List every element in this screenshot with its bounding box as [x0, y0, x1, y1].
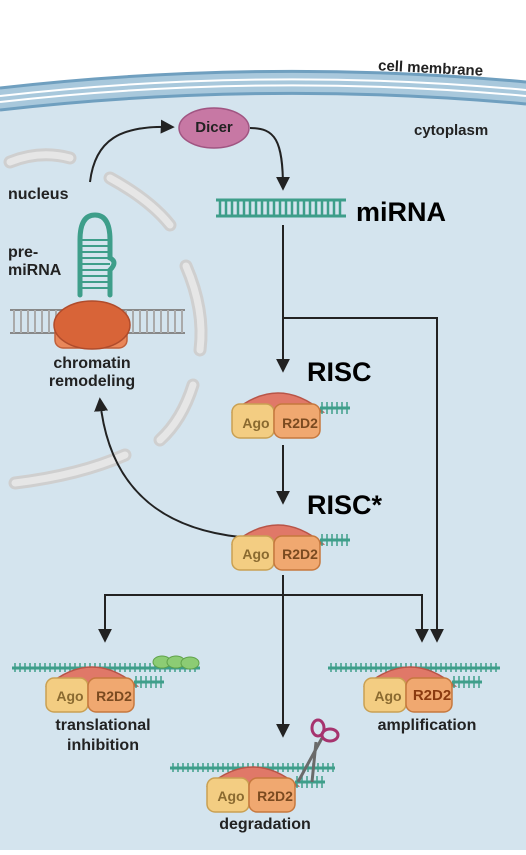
scissors-icon: [296, 718, 340, 783]
translational-inhibition-complex: [12, 663, 200, 713]
pre-mirna-hairpin: [77, 212, 117, 298]
amplification-complex: [328, 663, 500, 713]
translational-label-line1: translational: [55, 717, 151, 734]
mirna-duplex: [216, 198, 346, 218]
cytoplasm-label: cytoplasm: [414, 122, 489, 139]
risc-star-label: RISC*: [307, 490, 383, 520]
r2d2-label-degradation: R2D2: [257, 788, 293, 804]
chromatin-remodeling-complex: [53, 300, 131, 350]
risc-complex: [230, 392, 350, 439]
nucleus-label: nucleus: [8, 186, 69, 203]
ribosomes: [152, 655, 200, 670]
ago-label-degradation: Ago: [217, 788, 245, 804]
translational-label-line2: inhibition: [67, 737, 139, 754]
arrow-risc-star-to-chromatin: [94, 397, 241, 538]
r2d2-label-risc: R2D2: [282, 415, 318, 431]
pathway-arrows: [89, 119, 444, 738]
dicer-label: Dicer: [195, 119, 233, 136]
r2d2-label-amplification: R2D2: [412, 687, 452, 704]
degradation-complex: [170, 763, 335, 813]
arrow-to-translational-inhibition: [98, 575, 284, 643]
r2d2-label-translational: R2D2: [96, 688, 132, 704]
risc-star-complex: [230, 524, 350, 571]
ago-label-risc: Ago: [242, 415, 270, 431]
degradation-label: degradation: [219, 816, 311, 833]
r2d2-label-risc-star: R2D2: [282, 546, 318, 562]
chromatin-label-line2: remodeling: [48, 373, 136, 390]
dicer-enzyme: [178, 107, 250, 149]
arrow-dicer-to-mirna: [249, 127, 290, 191]
arrow-mirna-to-amplification: [283, 317, 444, 643]
risc-label: RISC: [307, 357, 372, 387]
chromatin-label-line1: chromatin: [53, 355, 131, 372]
ago-label-risc-star: Ago: [242, 546, 270, 562]
pre-mirna-rungs: [80, 239, 110, 289]
amplification-label: amplification: [377, 717, 477, 734]
mirna-label: miRNA: [356, 197, 447, 227]
ago-label-amplification: Ago: [374, 688, 402, 704]
pre-mirna-label-line1: pre-: [8, 244, 39, 261]
arrow-to-amplification: [283, 594, 429, 643]
cytoplasm-region: [0, 82, 526, 850]
pre-mirna-label-line2: miRNA: [8, 262, 62, 279]
ago-label-translational: Ago: [56, 688, 84, 704]
risc-complexes: [12, 392, 500, 813]
arrow-nucleus-to-dicer: [89, 119, 175, 183]
cell-membrane: [0, 69, 526, 112]
